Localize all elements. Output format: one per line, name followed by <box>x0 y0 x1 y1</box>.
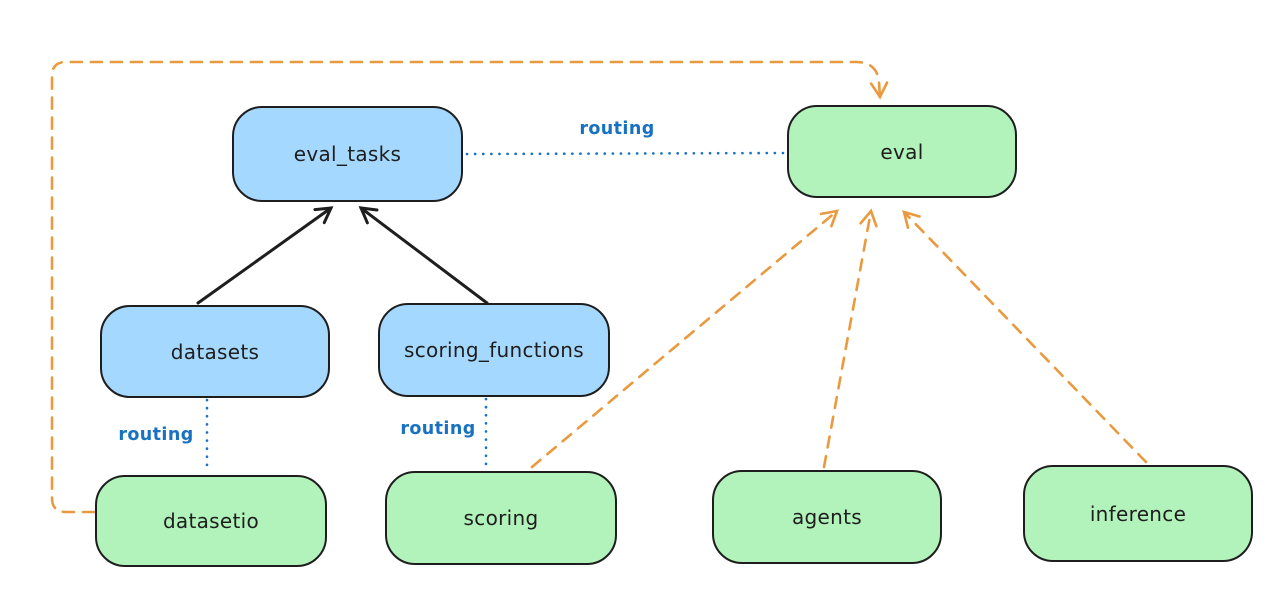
node-label-inference: inference <box>1089 501 1187 526</box>
node-label-datasetio: datasetio <box>162 509 260 533</box>
edge-label-routing-scoring-functions-scoring: routing <box>400 419 476 439</box>
edge-eval-tasks-to-eval-routing <box>465 151 786 156</box>
node-scoring-functions: scoring_functions <box>378 303 610 397</box>
edge-label-routing-eval-tasks-eval: routing <box>579 119 655 139</box>
edge-datasets-to-eval-tasks <box>196 206 334 305</box>
node-datasetio: datasetio <box>95 475 327 567</box>
node-eval: eval <box>787 105 1017 198</box>
edge-agents-to-eval <box>822 208 878 469</box>
edge-label-routing-datasets-datasetio: routing <box>118 425 194 445</box>
node-label-scoring-functions: scoring_functions <box>403 338 585 362</box>
edge-inference-to-eval <box>902 210 1148 464</box>
node-label-eval: eval <box>880 139 924 164</box>
node-label-agents: agents <box>792 505 862 529</box>
node-agents: agents <box>712 470 942 564</box>
edge-scoring-functions-to-eval-tasks <box>358 206 489 305</box>
node-inference: inference <box>1023 465 1253 562</box>
node-label-scoring: scoring <box>463 506 539 530</box>
node-datasets: datasets <box>100 305 330 398</box>
node-label-datasets: datasets <box>170 339 260 364</box>
node-scoring: scoring <box>385 471 617 565</box>
edge-datasetio-to-eval <box>50 60 889 514</box>
node-label-eval-tasks: eval_tasks <box>293 142 402 166</box>
node-eval-tasks: eval_tasks <box>232 106 463 202</box>
edge-scoring-to-eval <box>530 209 840 469</box>
